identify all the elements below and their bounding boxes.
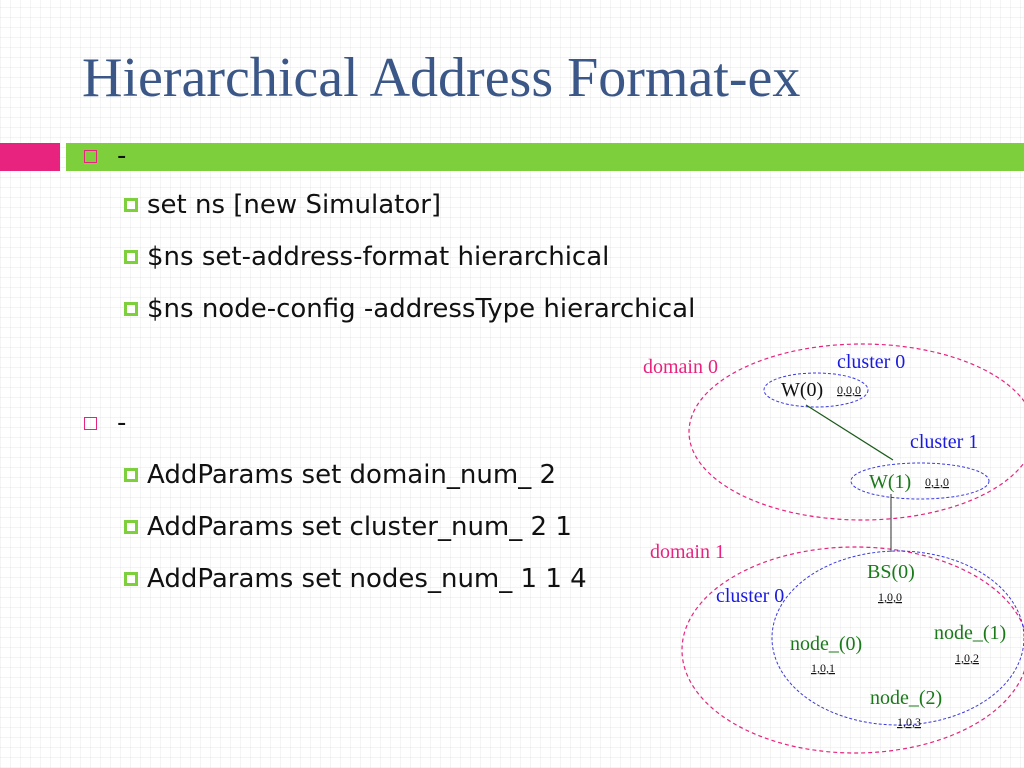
code-line: $ns set-address-format hierarchical (147, 242, 610, 272)
domain-0-boundary (688, 343, 1024, 521)
list-item: AddParams set domain_num_ 2 (124, 460, 556, 490)
list-item: $ns node-config -addressType hierarchica… (124, 294, 695, 324)
link-w0-w1 (805, 404, 894, 461)
square-bullet-icon (124, 198, 138, 212)
domain-1-label: domain 1 (650, 541, 725, 563)
address-label: 0,0,0 (837, 383, 861, 397)
accent-bar-pink (0, 143, 60, 171)
cluster-w1-boundary (850, 462, 990, 500)
code-line: $ns node-config -addressType hierarchica… (147, 294, 696, 324)
address-label: 1,0,1 (811, 661, 835, 675)
code-line: set ns [new Simulator] (147, 190, 442, 220)
list-item: $ns set-address-format hierarchical (124, 242, 609, 272)
address-label: 1,0,2 (955, 651, 979, 665)
code-line: AddParams set cluster_num_ 2 1 (147, 512, 572, 542)
node-bs0: BS(0) (867, 561, 915, 583)
section-2-text: - (117, 408, 127, 438)
section-1-text: - (117, 141, 127, 171)
code-line: AddParams set domain_num_ 2 (147, 460, 557, 490)
domain-0-label: domain 0 (643, 356, 718, 378)
section-1-bullet: - (84, 141, 126, 171)
cluster-w0-boundary (763, 372, 869, 408)
slide-title: Hierarchical Address Format-ex (82, 47, 801, 109)
address-label: 1,0,0 (878, 590, 902, 604)
code-line: AddParams set nodes_num_ 1 1 4 (147, 564, 587, 594)
square-bullet-icon (124, 572, 138, 586)
list-item: set ns [new Simulator] (124, 190, 441, 220)
square-bullet-icon (124, 520, 138, 534)
domain-1-boundary (681, 546, 1024, 754)
address-label: 0,1,0 (925, 475, 949, 489)
square-bullet-icon (124, 468, 138, 482)
node-w0: W(0) (781, 379, 823, 401)
square-bullet-icon (124, 302, 138, 316)
node-0: node_(0) (790, 633, 862, 655)
cluster-d1-boundary (771, 550, 1024, 726)
hollow-square-bullet-icon (84, 149, 97, 163)
cluster-label: cluster 0 (837, 351, 905, 373)
node-1: node_(1) (934, 622, 1006, 644)
cluster-label: cluster 0 (716, 585, 784, 607)
cluster-label: cluster 1 (910, 431, 978, 453)
node-w1: W(1) (869, 471, 911, 493)
list-item: AddParams set cluster_num_ 2 1 (124, 512, 572, 542)
address-label: 1,0,3 (897, 715, 921, 729)
hollow-square-bullet-icon (84, 416, 97, 430)
list-item: AddParams set nodes_num_ 1 1 4 (124, 564, 587, 594)
accent-bar-green (66, 143, 1024, 171)
section-2-bullet: - (84, 408, 126, 438)
square-bullet-icon (124, 250, 138, 264)
node-2: node_(2) (870, 687, 942, 709)
